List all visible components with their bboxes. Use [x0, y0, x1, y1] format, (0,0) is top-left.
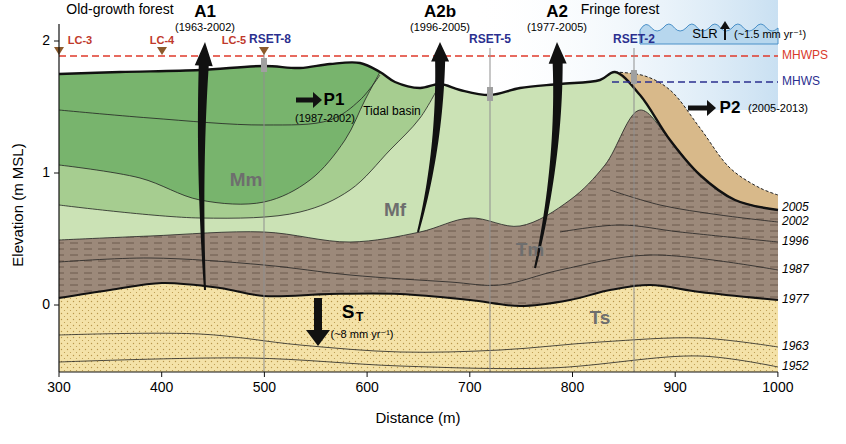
mhwps-line — [59, 55, 778, 57]
x-tick — [59, 372, 60, 377]
core-label: LC-4 — [150, 34, 174, 46]
isochron-line — [59, 110, 778, 242]
period-label: (1963-2002) — [175, 21, 235, 33]
datum-label: MHWPS — [782, 49, 828, 62]
x-tick — [675, 372, 676, 377]
x-tick — [469, 372, 470, 377]
layer-label: Ts — [590, 308, 611, 329]
feature-label: Tidal basin — [363, 105, 421, 118]
tick-label: 900 — [664, 380, 687, 395]
tick-label: 0 — [42, 297, 50, 312]
isochron-line — [59, 72, 380, 204]
tick-label: 700 — [458, 380, 481, 395]
progradation-arrow — [688, 100, 716, 116]
tick-label: 1000 — [762, 380, 793, 395]
accretion-arrow — [195, 42, 213, 290]
year-label: 2002 — [782, 215, 809, 228]
arrow-label: A2b — [424, 3, 456, 22]
station-label: RSET-5 — [469, 33, 511, 46]
layer-label: Tm — [516, 240, 545, 261]
isochron-line — [59, 84, 440, 218]
arrow-label: A2 — [546, 3, 568, 22]
deposit-top — [615, 72, 778, 195]
station-label: RSET-8 — [249, 33, 291, 46]
year-label: 1977 — [782, 293, 809, 306]
x-tick — [367, 372, 368, 377]
layer-label: Mm — [230, 170, 263, 191]
isochron-line — [59, 333, 778, 352]
sand-top-line — [59, 283, 778, 306]
period-label: (1977-2005) — [527, 21, 587, 33]
surface-line — [59, 62, 778, 210]
rset-marker — [261, 58, 267, 72]
layer-label: Mf — [384, 200, 406, 221]
core-label: LC-5 — [222, 34, 246, 46]
tick-label: 2 — [42, 33, 50, 48]
subsidence-label: S — [342, 302, 355, 323]
slr-arrow — [720, 21, 730, 40]
isochron-line — [59, 255, 778, 285]
mangrove-layer — [59, 62, 440, 218]
progradation-arrow — [296, 92, 322, 108]
rset-pole — [634, 48, 635, 372]
x-axis — [59, 371, 778, 372]
slr-label: SLR — [692, 27, 717, 41]
period-label: (1987-2002) — [295, 112, 355, 124]
year-label: 1987 — [782, 263, 809, 276]
tick-label: 1 — [42, 165, 50, 180]
station-label: RSET-2 — [613, 33, 655, 46]
mature-mangrove-layer — [59, 62, 380, 204]
rate-label: (~8 mm yr⁻¹) — [331, 328, 394, 340]
year-label: 2005 — [782, 201, 809, 214]
arrow-label: P2 — [720, 99, 741, 118]
isochron-line — [560, 225, 778, 242]
tick-label: 500 — [253, 380, 276, 395]
core-marker — [259, 47, 269, 55]
zone-label: Fringe forest — [581, 2, 660, 17]
x-tick — [777, 372, 778, 377]
rset-marker — [631, 70, 637, 84]
axis-title: Distance (m) — [375, 410, 460, 427]
subsidence-arrow — [306, 298, 330, 346]
x-tick — [572, 372, 573, 377]
arrow-label: A1 — [194, 3, 216, 22]
isochron-line — [59, 75, 380, 125]
y-tick — [54, 41, 59, 42]
period-label: (1996-2005) — [410, 21, 470, 33]
x-tick — [161, 372, 162, 377]
isochron-line — [59, 356, 778, 369]
arrow-label: P1 — [324, 91, 345, 110]
zone-label: Old-growth forest — [66, 2, 173, 17]
tick-label: 600 — [355, 380, 378, 395]
tick-label: 300 — [47, 380, 70, 395]
accretion-arrow — [534, 42, 567, 268]
core-label: LC-3 — [68, 34, 92, 46]
axis-title: Elevation (m MSL) — [10, 143, 27, 266]
x-tick — [264, 372, 265, 377]
datum-label: MHWS — [782, 75, 820, 88]
y-axis — [58, 24, 59, 372]
fringe-mangrove-layer — [59, 62, 778, 372]
y-tick — [54, 173, 59, 174]
tick-label: 800 — [561, 380, 584, 395]
accretion-arrow — [417, 42, 449, 232]
tidal-sand-layer — [59, 283, 778, 372]
core-marker — [157, 47, 167, 55]
tick-label: 400 — [150, 380, 173, 395]
year-label: 1963 — [782, 340, 809, 353]
year-label: 1996 — [782, 235, 809, 248]
rset-pole — [264, 48, 265, 372]
period-label: (2005-2013) — [748, 102, 808, 114]
rset-marker — [487, 87, 493, 101]
rate-label: (~1.5 mm yr⁻¹) — [734, 28, 806, 40]
y-tick — [54, 305, 59, 306]
subsidence-label: T — [356, 311, 363, 324]
year-label: 1952 — [782, 360, 809, 373]
